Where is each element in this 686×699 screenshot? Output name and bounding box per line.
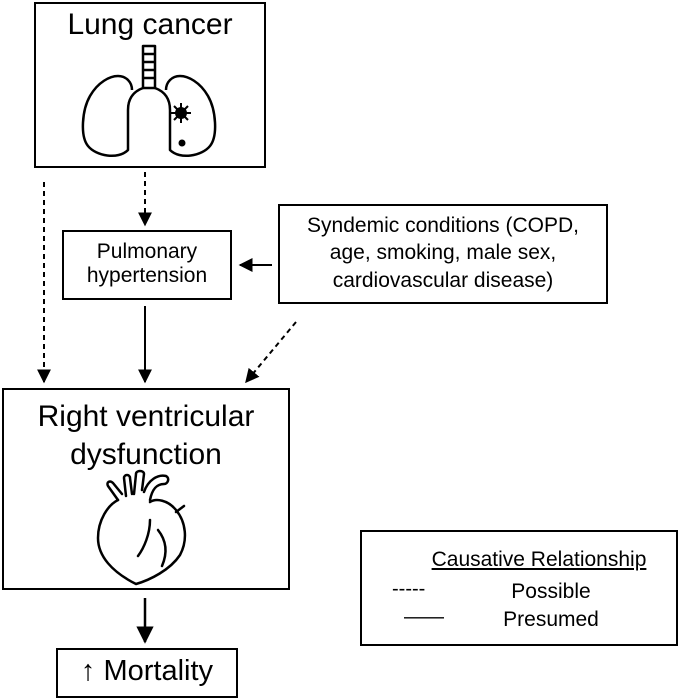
syndemic-conditions-box (278, 204, 608, 304)
mortality-label: ↑ Mortality (58, 655, 236, 688)
syndemic-line-2: age, smoking, male sex, (329, 241, 557, 265)
legend-title: Causative Relationship (431, 548, 647, 571)
tumor-icon (171, 103, 191, 147)
rv-dysfunction-line-1: Right ventricular (37, 400, 255, 433)
legend-presumed-label: Presumed (503, 608, 599, 631)
lung-cancer-title: Lung cancer (67, 8, 233, 41)
rv-dysfunction-title: Right ventricular dysfunction (4, 398, 288, 473)
legend-possible-label: Possible (511, 580, 591, 603)
legend-box (360, 530, 678, 646)
legend-presumed-symbol: —— (404, 606, 444, 628)
syndemic-line-3: cardiovascular disease) (332, 268, 554, 292)
pulmonary-hypertension-label: Pulmonary hypertension (64, 240, 230, 288)
mortality-text: Mortality (103, 655, 214, 687)
arrow-syndemic-to-rv-dashed (245, 321, 297, 384)
up-arrow-icon: ↑ (80, 655, 96, 687)
syndemic-conditions-label: Syndemic conditions (COPD, age, smoking,… (280, 212, 606, 294)
lungs-icon (81, 44, 217, 158)
pulmonary-hypertension-box (62, 230, 232, 300)
rv-dysfunction-line-2: dysfunction (70, 437, 222, 471)
heart-icon (96, 469, 187, 586)
legend-possible-symbol: ----- (392, 578, 426, 600)
pulmonary-hypertension-line-1: Pulmonary (96, 240, 198, 263)
syndemic-line-1: Syndemic conditions (COPD, (307, 214, 579, 237)
mortality-box (56, 648, 238, 698)
pulmonary-hypertension-line-2: hypertension (86, 264, 208, 288)
